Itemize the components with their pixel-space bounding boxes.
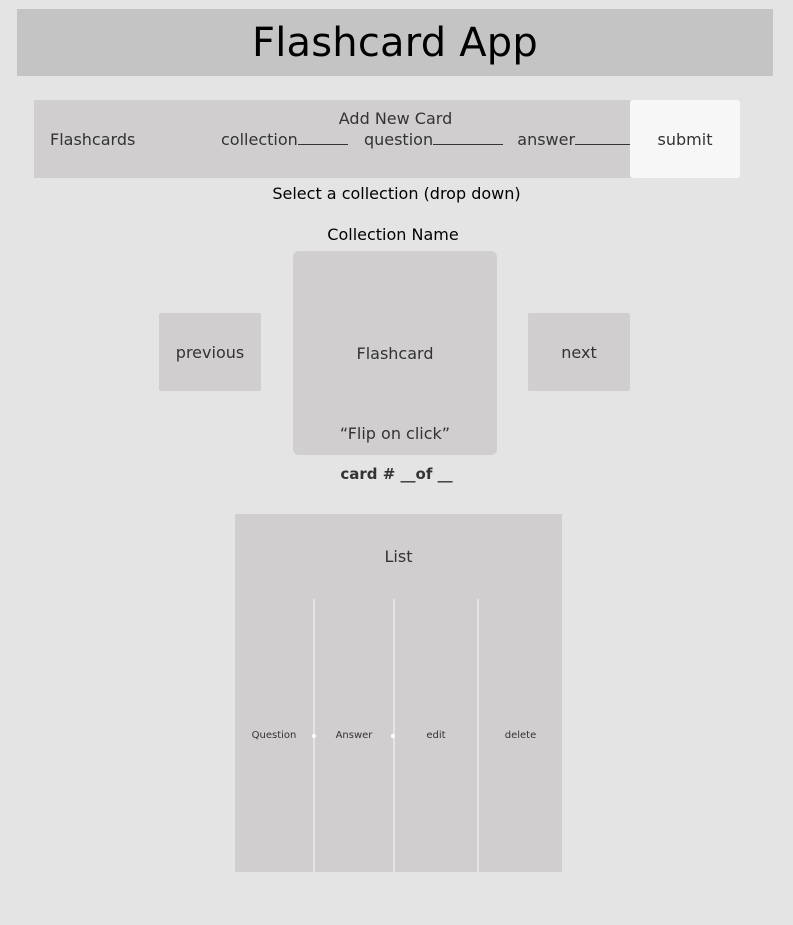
collection-dropdown[interactable]: Select a collection (drop down) — [272, 184, 521, 203]
add-card-bar: Flashcards Add New Card collection quest… — [34, 100, 652, 178]
question-column: Question — [235, 599, 313, 872]
previous-button[interactable]: previous — [159, 313, 261, 391]
collection-input[interactable] — [297, 130, 348, 145]
edit-button[interactable]: edit — [395, 599, 477, 872]
answer-field-label: answer — [517, 130, 576, 149]
add-card-fields: collection question answer — [221, 130, 652, 149]
delete-button[interactable]: delete — [479, 599, 562, 872]
flashcards-label: Flashcards — [50, 130, 136, 149]
list-header: List — [235, 514, 562, 599]
card-counter: card # __of __ — [340, 465, 453, 483]
column-divider-dot — [391, 734, 395, 738]
submit-button[interactable]: submit — [630, 100, 740, 178]
collection-field-label: collection — [221, 130, 298, 149]
app-header: Flashcard App — [17, 9, 773, 76]
flashcard-label: Flashcard — [356, 344, 434, 363]
answer-input[interactable] — [575, 130, 652, 145]
flip-hint: “Flip on click” — [339, 424, 451, 443]
next-button[interactable]: next — [528, 313, 630, 391]
question-input[interactable] — [433, 130, 504, 145]
flashcard[interactable]: Flashcard “Flip on click” — [293, 251, 497, 455]
collection-name: Collection Name — [327, 225, 459, 244]
add-new-card-title: Add New Card — [338, 109, 453, 128]
question-field-label: question — [363, 130, 434, 149]
column-divider-dot — [312, 734, 316, 738]
app-title: Flashcard App — [252, 19, 538, 66]
answer-column: Answer — [315, 599, 393, 872]
